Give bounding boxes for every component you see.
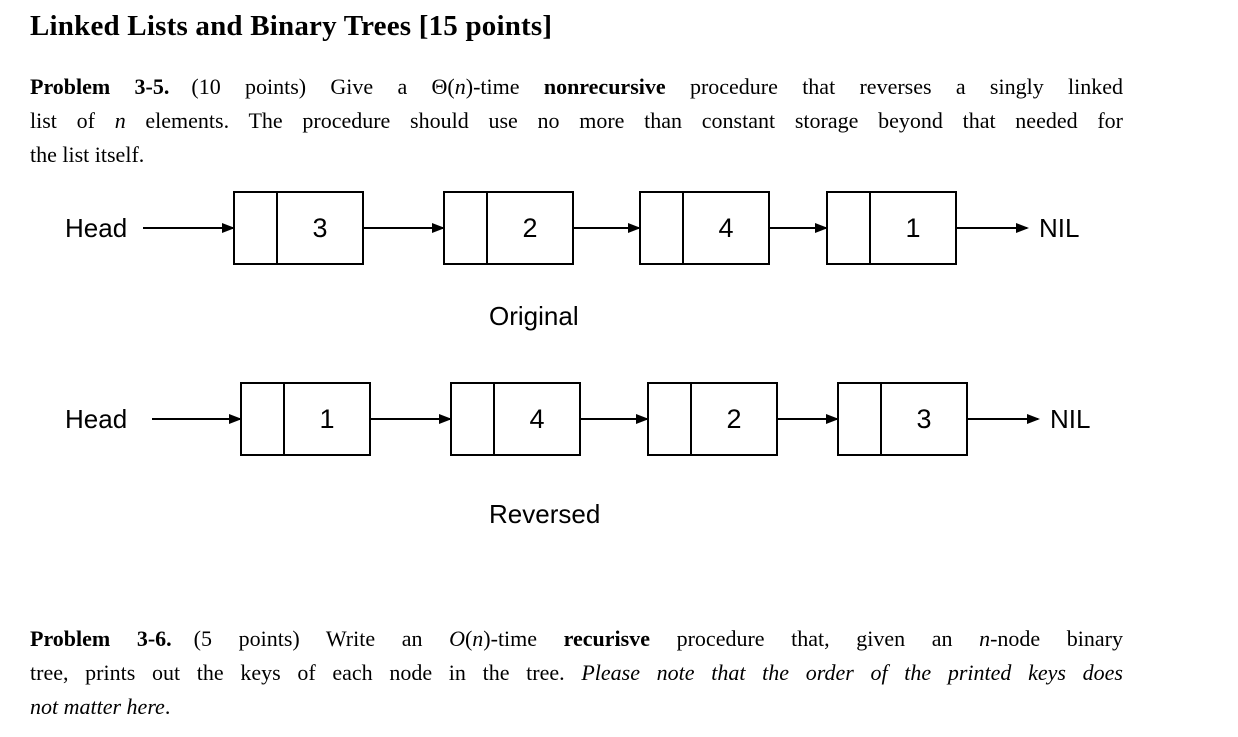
node-value: 2 <box>726 403 742 434</box>
node-pointer-cell <box>235 193 278 263</box>
text-segment: nonrecursive <box>543 74 666 99</box>
head-label: Head <box>65 212 128 243</box>
text-segment: tree, prints out the keys of each node i… <box>30 660 582 685</box>
text-segment: the list itself. <box>30 142 145 167</box>
text-segment: )-time <box>483 626 564 651</box>
text-segment: (10 points) Give a <box>169 74 432 99</box>
list-node: 1 <box>826 191 957 265</box>
pointer-arrow-icon <box>143 223 235 233</box>
paragraph-line: Problem 3-6. (5 points) Write an O(n)-ti… <box>30 622 1123 656</box>
head-label: Head <box>65 403 128 434</box>
node-pointer-cell <box>828 193 871 263</box>
text-segment: n <box>472 626 484 651</box>
problem-3-6-paragraph: Problem 3-6. (5 points) Write an O(n)-ti… <box>30 622 1123 724</box>
pointer-arrow-icon <box>968 414 1040 424</box>
nil-label: NIL <box>1039 212 1080 243</box>
text-segment: procedure that reverses a singly linked <box>665 74 1123 99</box>
node-pointer-cell <box>445 193 488 263</box>
pointer-arrow-icon <box>371 414 452 424</box>
problem-3-5-paragraph: Problem 3-5. (10 points) Give a Θ(n)-tim… <box>30 70 1123 172</box>
text-segment: recurisve <box>563 626 650 651</box>
list-node: 1 <box>240 382 371 456</box>
node-value: 4 <box>529 403 545 434</box>
text-segment: n <box>114 108 126 133</box>
text-segment: elements. The procedure should use no mo… <box>125 108 1123 133</box>
list-node: 3 <box>837 382 968 456</box>
text-segment: Please note that the order of the printe… <box>581 660 1123 685</box>
node-value: 2 <box>522 212 538 243</box>
section-title: Linked Lists and Binary Trees [15 points… <box>30 10 553 42</box>
text-segment: Θ( <box>431 74 455 99</box>
node-pointer-cell <box>649 384 692 454</box>
caption-original: Original <box>489 301 579 331</box>
node-value: 3 <box>916 403 932 434</box>
text-segment: )-time <box>465 74 544 99</box>
text-segment: -node binary <box>990 626 1123 651</box>
nil-label: NIL <box>1050 403 1091 434</box>
caption-reversed: Reversed <box>489 499 601 529</box>
text-segment: n <box>979 626 991 651</box>
pointer-arrow-icon <box>574 223 641 233</box>
node-value: 3 <box>312 212 328 243</box>
text-segment: ( <box>464 626 473 651</box>
linked-list-original: Head 3 2 4 1 NIL <box>65 191 1079 265</box>
text-segment: O <box>449 626 465 651</box>
node-value: 1 <box>905 212 921 243</box>
list-node: 2 <box>443 191 574 265</box>
text-segment: n <box>454 74 466 99</box>
paragraph-line: tree, prints out the keys of each node i… <box>30 656 1123 690</box>
pointer-arrow-icon <box>778 414 839 424</box>
paragraph-line: Problem 3-5. (10 points) Give a Θ(n)-tim… <box>30 70 1123 104</box>
text-segment: (5 points) Write an <box>171 626 450 651</box>
text-segment: list of <box>30 108 115 133</box>
pointer-arrow-icon <box>364 223 445 233</box>
node-pointer-cell <box>839 384 882 454</box>
paragraph-line: not matter here. <box>30 690 1123 724</box>
node-pointer-cell <box>452 384 495 454</box>
pointer-arrow-icon <box>581 414 649 424</box>
node-pointer-cell <box>641 193 684 263</box>
node-pointer-cell <box>242 384 285 454</box>
linked-list-reversed: Head 1 4 2 3 NIL <box>65 382 1090 456</box>
text-segment: procedure that, given an <box>650 626 980 651</box>
node-value: 4 <box>718 212 734 243</box>
pointer-arrow-icon <box>957 223 1029 233</box>
list-node: 4 <box>639 191 770 265</box>
pointer-arrow-icon <box>770 223 828 233</box>
list-node: 4 <box>450 382 581 456</box>
node-value: 1 <box>319 403 335 434</box>
paragraph-line: the list itself. <box>30 138 1123 172</box>
pointer-arrow-icon <box>152 414 242 424</box>
paragraph-line: list of n elements. The procedure should… <box>30 104 1123 138</box>
text-segment: Problem 3-5. <box>30 74 170 99</box>
list-node: 3 <box>233 191 364 265</box>
list-node: 2 <box>647 382 778 456</box>
text-segment: . <box>164 694 171 719</box>
text-segment: Problem 3-6. <box>30 626 172 651</box>
text-segment: not matter here <box>30 694 165 719</box>
